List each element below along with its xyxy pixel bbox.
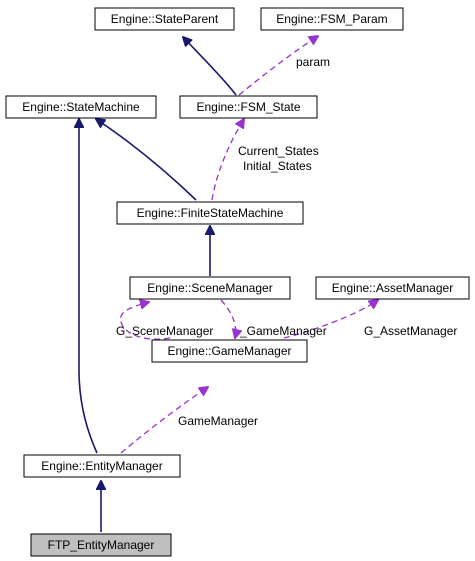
node-scene-manager[interactable]: Engine::SceneManager [129,276,291,300]
node-label-asset-manager: Engine::AssetManager [332,281,453,295]
node-label-state-machine: Engine::StateMachine [22,100,140,114]
edge-scene-manager-to-game-manager [220,299,236,338]
edge-label-initial-states: Initial_States [243,159,312,173]
edge-finite-state-machine-to-state-machine [96,119,197,201]
edge-label-param: param [296,55,330,69]
node-ftp-entity-manager[interactable]: FTP_EntityManager [30,533,172,557]
edge-game-manager-to-scene-manager [119,302,171,340]
node-label-game-manager: Engine::GameManager [167,344,291,358]
node-game-manager[interactable]: Engine::GameManager [151,339,308,363]
node-label-fsm-state: Engine::FSM_State [196,100,300,114]
node-fsm-state[interactable]: Engine::FSM_State [179,95,318,119]
edge-fsm-state-to-state-parent [183,37,237,96]
node-fsm-param[interactable]: Engine::FSM_Param [260,7,404,31]
node-label-fsm-param: Engine::FSM_Param [276,12,387,26]
edge-label-g-scene-manager: G_SceneManager [116,324,213,338]
edge-entity-manager-to-state-machine [79,119,98,454]
node-state-machine[interactable]: Engine::StateMachine [5,95,157,119]
node-label-scene-manager: Engine::SceneManager [147,281,272,295]
edge-label-g-asset-manager: G_AssetManager [364,324,457,338]
node-label-state-parent: Engine::StateParent [111,12,219,26]
edge-entity-manager-to-game-manager [120,387,208,454]
node-label-finite-state-machine: Engine::FiniteStateMachine [137,206,284,220]
node-label-ftp-entity-manager: FTP_EntityManager [48,538,155,552]
edge-label-current-states: Current_States [238,144,319,158]
node-entity-manager[interactable]: Engine::EntityManager [23,454,181,478]
edge-label-game-manager-ref: _GameManager [239,324,327,338]
node-finite-state-machine[interactable]: Engine::FiniteStateMachine [116,201,304,225]
edge-game-manager-to-asset-manager [283,300,378,339]
edge-label-game-manager: GameManager [178,414,258,428]
node-asset-manager[interactable]: Engine::AssetManager [315,276,470,300]
edge-finite-state-machine-to-fsm-state [211,119,244,201]
node-label-entity-manager: Engine::EntityManager [41,459,162,473]
node-state-parent[interactable]: Engine::StateParent [94,7,235,31]
